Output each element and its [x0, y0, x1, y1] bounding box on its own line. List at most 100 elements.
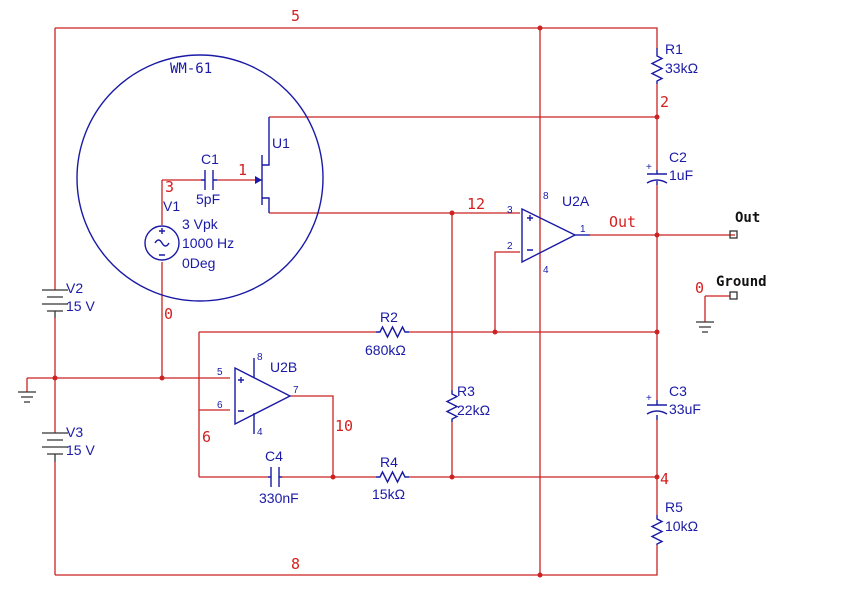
wire-net-2	[269, 84, 658, 170]
wire-u2a-inv	[494, 251, 520, 332]
junction	[537, 572, 543, 578]
resistor-r4	[376, 470, 409, 484]
capacitor-c2: +	[646, 162, 668, 185]
net-label-10: 10	[335, 417, 353, 435]
resistor-r5	[650, 515, 664, 545]
r2-ref: R2	[380, 309, 398, 325]
net-label-8: 8	[291, 555, 300, 573]
u2b-pin-8: 8	[257, 352, 263, 363]
v2-value: 15 V	[66, 298, 95, 314]
c1-value: 5pF	[196, 191, 220, 207]
c2-value: 1uF	[669, 167, 693, 183]
wire-net-5	[55, 27, 658, 48]
u2b-pin-4: 4	[257, 427, 263, 438]
junction	[52, 375, 58, 381]
c4-value: 330nF	[259, 490, 299, 506]
u2a-pin-3: 3	[507, 205, 513, 216]
net-label-5: 5	[291, 7, 300, 25]
net-label-3: 3	[165, 178, 174, 196]
wire-ground-port	[704, 295, 730, 322]
svg-text:+: +	[646, 393, 652, 404]
junction	[654, 232, 660, 238]
ac-source-v1	[144, 225, 180, 261]
wire-net-12	[269, 212, 520, 390]
c4-ref: C4	[265, 448, 283, 464]
ground-symbol-left	[18, 391, 36, 403]
wire-net-4	[199, 422, 657, 478]
junction	[654, 474, 660, 480]
r3-ref: R3	[457, 383, 475, 399]
wires	[26, 27, 735, 576]
resistor-r2	[376, 325, 409, 339]
r3-value: 22kΩ	[457, 402, 490, 418]
u2b-pin-5: 5	[217, 367, 223, 378]
r4-value: 15kΩ	[372, 486, 405, 502]
junction	[330, 474, 336, 480]
r5-value: 10kΩ	[665, 518, 698, 534]
r2-value: 680kΩ	[365, 342, 406, 358]
v2-ref: V2	[66, 280, 83, 296]
u2a-pin-2: 2	[507, 241, 513, 252]
opamp-u2a	[521, 207, 590, 264]
net-label-6: 6	[202, 428, 211, 446]
u2b-ref: U2B	[270, 359, 297, 375]
net-label-4: 4	[660, 470, 669, 488]
v3-value: 15 V	[66, 442, 95, 458]
r1-ref: R1	[665, 41, 683, 57]
c2-ref: C2	[669, 149, 687, 165]
junction	[449, 210, 455, 216]
opamp-u2b	[234, 358, 292, 434]
wire-net-6	[198, 332, 230, 477]
jfet-u1	[255, 117, 270, 213]
capacitor-c3: +	[646, 393, 668, 420]
junction	[654, 329, 660, 335]
v3-ref: V3	[66, 424, 83, 440]
wire-net-8	[55, 545, 658, 576]
net-label-2: 2	[660, 93, 669, 111]
v1-frequency: 1000 Hz	[182, 235, 234, 251]
wire-net-10	[290, 395, 334, 477]
ground-port-connector[interactable]	[729, 291, 738, 300]
u2b-pin-6: 6	[217, 400, 223, 411]
junctions	[52, 25, 660, 578]
c1-ref: C1	[201, 151, 219, 167]
r4-ref: R4	[380, 454, 398, 470]
out-port-label: Out	[735, 210, 760, 226]
u2b-pin-7: 7	[293, 385, 299, 396]
u2a-pin-4: 4	[543, 265, 549, 276]
net-label-0: 0	[164, 305, 173, 323]
ground-port-label: Ground	[716, 274, 767, 290]
out-port-connector[interactable]	[729, 230, 738, 239]
junction	[654, 114, 660, 120]
u2a-ref: U2A	[562, 193, 590, 209]
battery-v3	[42, 432, 68, 462]
junction	[159, 375, 165, 381]
r5-ref: R5	[665, 499, 683, 515]
u2a-pin-8: 8	[543, 191, 549, 202]
resistor-r3	[445, 390, 459, 422]
u2a-pin-1: 1	[580, 224, 586, 235]
wire-net-0	[26, 262, 230, 392]
microphone-outline	[76, 54, 324, 302]
c3-ref: C3	[669, 383, 687, 399]
net-label-0-ground: 0	[695, 279, 704, 297]
capacitor-c4	[268, 467, 282, 487]
v1-ref: V1	[163, 198, 180, 214]
junction	[492, 329, 498, 335]
net-label-1: 1	[238, 161, 247, 179]
ground-symbol-right	[696, 321, 714, 333]
capacitor-c1	[201, 170, 217, 190]
v1-phase: 0Deg	[182, 255, 215, 271]
junction	[537, 25, 543, 31]
resistor-r1	[650, 48, 664, 84]
net-label-12: 12	[467, 195, 485, 213]
svg-text:+: +	[646, 162, 652, 173]
net-label-out: Out	[609, 213, 636, 231]
junction	[449, 474, 455, 480]
microphone-label: WM-61	[170, 61, 212, 77]
r1-value: 33kΩ	[665, 60, 698, 76]
u1-ref: U1	[272, 135, 290, 151]
c3-value: 33uF	[669, 401, 701, 417]
